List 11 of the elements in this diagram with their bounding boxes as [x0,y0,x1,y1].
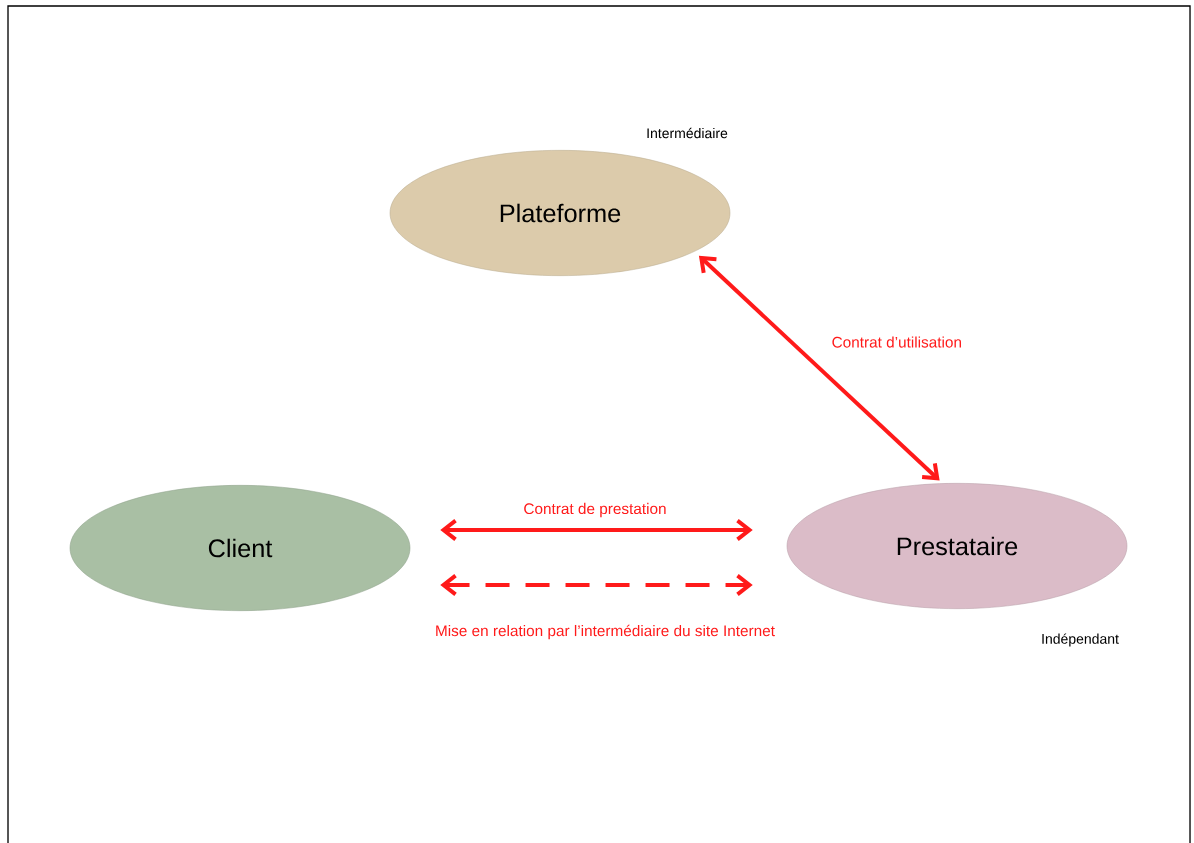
double-arrow [440,519,753,541]
edge-label: Contrat d’utilisation [830,335,964,349]
node-caption: Intermédiaire [647,127,728,139]
ellipse-node: Client [69,485,411,611]
node-caption: Indépendant [1042,633,1119,647]
double-arrow [698,255,940,481]
ellipse-node: Prestataire [786,483,1128,609]
ellipse-node: Plateforme [389,150,731,276]
double-arrow [440,574,753,596]
edge-label: Mise en relation par l’intermédiaire du site Internet [433,623,777,641]
edge-label: Contrat de prestation [522,501,668,519]
